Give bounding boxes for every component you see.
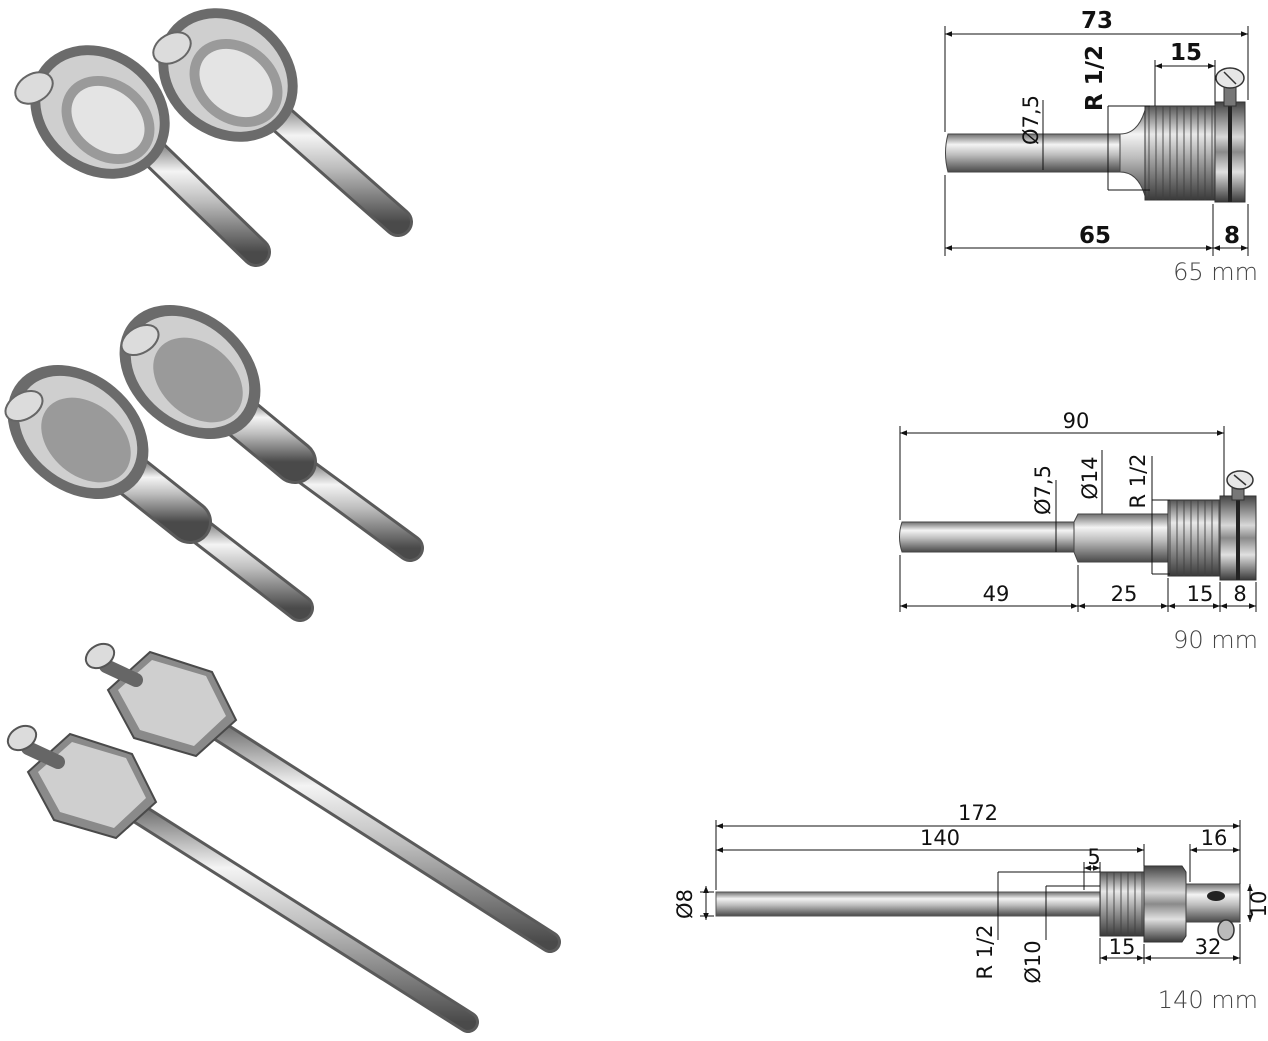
dim-thread-size: R 1/2 xyxy=(1082,45,1108,111)
dim-thread-length: 15 xyxy=(1109,935,1136,959)
thermowell-side-view xyxy=(715,865,1241,943)
dimension-lines xyxy=(899,426,1257,612)
caption-140mm: 140 mm xyxy=(1157,986,1258,1014)
thermowell-photo xyxy=(14,45,271,267)
caption-65mm: 65 mm xyxy=(1173,258,1258,286)
dim-segment-2: 25 xyxy=(1111,582,1138,606)
dim-total: 172 xyxy=(958,801,998,825)
dim-total: 73 xyxy=(1081,8,1113,34)
dim-insertion-length: 65 xyxy=(1079,223,1111,249)
thermowell-side-view xyxy=(899,470,1257,581)
dimension-lines xyxy=(944,26,1249,256)
thermowell-photo xyxy=(4,365,314,622)
technical-drawing-140mm: 172 140 16 5 Ø8 R 1/2 Ø10 15 32 10 xyxy=(673,801,1268,984)
dim-shaft-diameter: Ø8 xyxy=(673,889,697,919)
product-photo-140mm xyxy=(6,642,561,1033)
dim-segment-3: 15 xyxy=(1187,582,1214,606)
dim-head-length: 32 xyxy=(1195,935,1222,959)
dimension-lines xyxy=(700,820,1253,964)
caption-90mm: 90 mm xyxy=(1173,626,1258,654)
dim-small-step: 5 xyxy=(1087,845,1100,869)
thermowell-side-view xyxy=(945,67,1246,203)
dim-total: 90 xyxy=(1063,409,1090,433)
dim-head: 8 xyxy=(1233,582,1246,606)
dim-step-diameter: Ø14 xyxy=(1078,456,1102,499)
thermowell-photo xyxy=(6,724,479,1033)
thermowell-photo xyxy=(119,305,424,562)
dim-head: 8 xyxy=(1224,223,1240,249)
dim-end-diameter: 10 xyxy=(1247,891,1268,918)
technical-drawing-90mm: 90 Ø7,5 Ø14 R 1/2 49 25 15 8 xyxy=(899,409,1257,612)
dim-thread-size: R 1/2 xyxy=(973,924,997,979)
dim-head: 16 xyxy=(1201,826,1228,850)
dim-segment-1: 49 xyxy=(983,582,1010,606)
dim-insertion-length: 140 xyxy=(920,826,960,850)
dim-shaft-diameter: Ø7,5 xyxy=(1031,465,1055,515)
dim-step-diameter: Ø10 xyxy=(1021,940,1045,983)
dim-shaft-diameter: Ø7,5 xyxy=(1019,95,1043,145)
thermowell-photo xyxy=(84,642,561,953)
product-photo-90mm xyxy=(4,305,424,622)
product-photo-65mm xyxy=(14,8,413,267)
thermowell-photo xyxy=(152,8,413,237)
dim-thread-length: 15 xyxy=(1170,40,1202,66)
technical-drawing-65mm: 73 15 Ø7,5 R 1/2 65 8 xyxy=(944,8,1249,256)
dim-thread-size: R 1/2 xyxy=(1126,453,1150,508)
